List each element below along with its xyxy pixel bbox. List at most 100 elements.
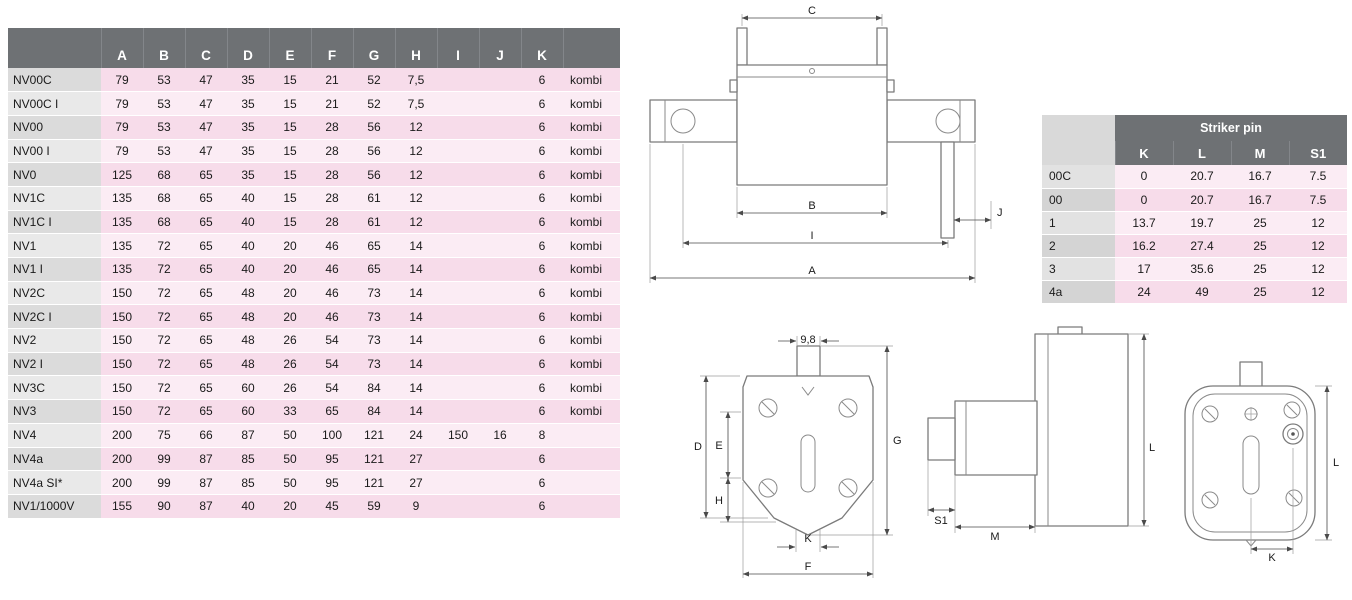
value-cell: 65 [185, 399, 227, 424]
screw [758, 398, 778, 418]
screw [1285, 489, 1303, 507]
value-cell: 99 [143, 470, 185, 495]
value-cell: 48 [227, 328, 269, 353]
value-cell: 53 [143, 115, 185, 140]
value-cell: 47 [185, 115, 227, 140]
column-header-c: C [184, 28, 227, 68]
row-label: NV1 [8, 233, 101, 258]
value-cell: 50 [269, 423, 311, 448]
right-blade-contact [886, 99, 976, 143]
value-cell [437, 399, 479, 424]
value-cell [479, 494, 521, 519]
kombi-cell: kombi [563, 352, 620, 377]
value-cell: 14 [395, 399, 437, 424]
value-cell: 72 [143, 233, 185, 258]
dimension-lines [927, 333, 1149, 533]
value-cell [479, 162, 521, 187]
value-cell: 200 [101, 470, 143, 495]
fuse-rear-body [1184, 385, 1316, 541]
value-cell: 6 [521, 447, 563, 472]
value-cell: 15 [269, 91, 311, 116]
dimension-lines [649, 14, 992, 283]
drawing-rear-view: K L [1162, 358, 1352, 578]
value-cell [437, 328, 479, 353]
kombi-cell: kombi [563, 328, 620, 353]
row-label: NV3 [8, 399, 101, 424]
value-cell: 15 [269, 210, 311, 235]
value-cell: 28 [311, 139, 353, 164]
striker-column-header-l: L [1172, 141, 1231, 165]
value-cell [437, 470, 479, 495]
value-cell: 95 [311, 447, 353, 472]
kombi-cell [563, 494, 620, 519]
striker-value-cell: 7.5 [1289, 165, 1348, 189]
value-cell [437, 186, 479, 211]
value-cell [437, 375, 479, 401]
table-corner-cell [8, 28, 101, 68]
value-cell: 121 [353, 423, 395, 448]
fuse-mounted-view-drawing: S1 M L [927, 326, 1155, 543]
value-cell: 155 [101, 494, 143, 519]
value-cell [437, 162, 479, 187]
left-blade-contact [649, 99, 738, 143]
value-cell: 47 [185, 68, 227, 93]
column-header-h: H [394, 28, 437, 68]
striker-row-label: 1 [1042, 211, 1115, 235]
dim-label-f: F [805, 561, 812, 573]
value-cell: 56 [353, 115, 395, 140]
value-cell: 14 [395, 304, 437, 330]
striker-value-cell: 25 [1231, 211, 1289, 235]
row-label: NV4a [8, 447, 101, 472]
value-cell: 79 [101, 91, 143, 116]
striker-value-cell: 20.7 [1173, 188, 1231, 212]
value-cell [437, 210, 479, 235]
value-cell: 87 [185, 470, 227, 495]
value-cell [437, 494, 479, 519]
striker-value-cell: 25 [1231, 234, 1289, 258]
value-cell: 48 [227, 281, 269, 306]
value-cell: 45 [311, 494, 353, 519]
column-header-f: F [310, 28, 353, 68]
value-cell [479, 257, 521, 282]
value-cell: 15 [269, 68, 311, 93]
value-cell: 87 [185, 447, 227, 472]
value-cell: 84 [353, 375, 395, 401]
kombi-cell: kombi [563, 304, 620, 330]
striker-value-cell: 27.4 [1173, 234, 1231, 258]
row-label: NV2 [8, 328, 101, 353]
value-cell: 61 [353, 186, 395, 211]
row-label: NV1C [8, 186, 101, 211]
value-cell: 95 [311, 470, 353, 495]
value-cell: 9 [395, 494, 437, 519]
value-cell: 65 [185, 186, 227, 211]
value-cell: 73 [353, 352, 395, 377]
value-cell: 14 [395, 281, 437, 306]
dim-label-g: G [893, 435, 902, 447]
value-cell [479, 233, 521, 258]
striker-row-label: 00C [1042, 165, 1115, 189]
dim-label-c: C [808, 5, 816, 17]
kombi-cell: kombi [563, 91, 620, 116]
row-label: NV0 [8, 162, 101, 187]
value-cell: 21 [311, 91, 353, 116]
value-cell: 125 [101, 162, 143, 187]
value-cell: 79 [101, 68, 143, 93]
value-cell: 35 [227, 68, 269, 93]
right-grip-lug [876, 27, 888, 66]
screw [838, 478, 858, 498]
dim-label-j: J [997, 207, 1003, 219]
